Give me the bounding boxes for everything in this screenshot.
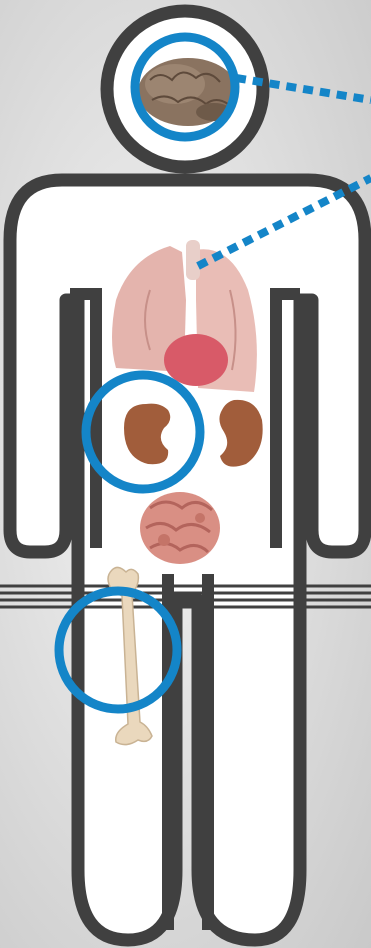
heart-shape	[164, 334, 228, 386]
intestines-image	[140, 492, 220, 564]
